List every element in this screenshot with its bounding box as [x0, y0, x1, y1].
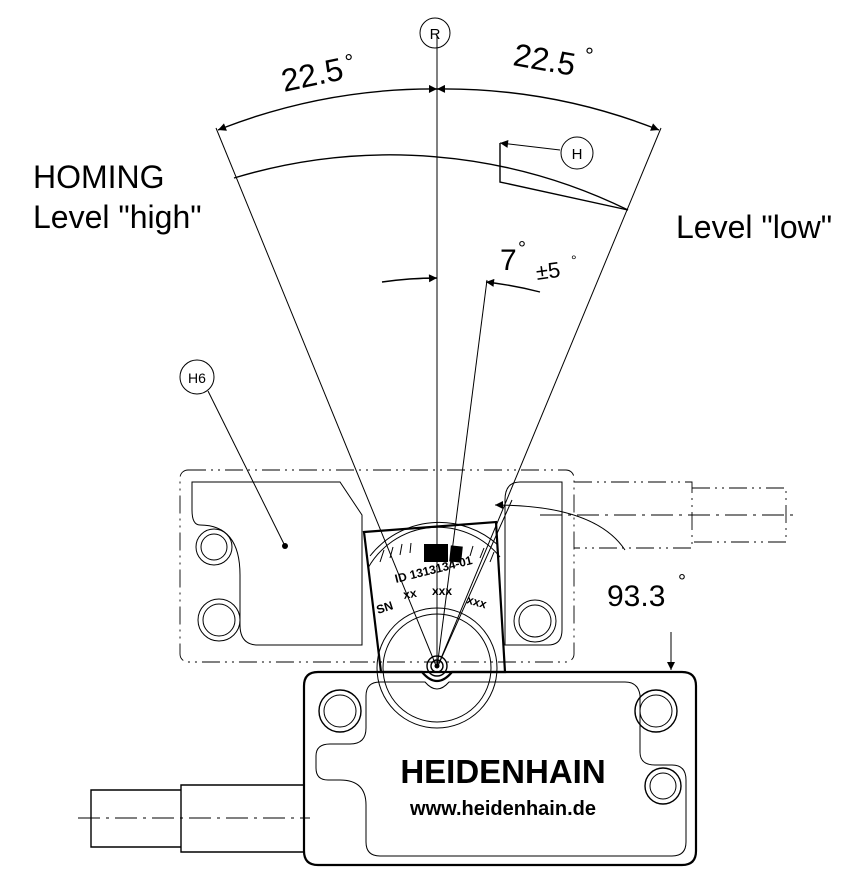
cable-angle-text: 93.3 [607, 580, 665, 613]
cable-angle-arc [494, 501, 626, 551]
ref-r-label: R [430, 26, 441, 43]
housing-body [302, 670, 698, 867]
website-text: www.heidenhain.de [409, 798, 596, 820]
pivot-inner [430, 659, 444, 673]
ref-h-label: H [572, 146, 583, 163]
cable-connector [180, 784, 304, 853]
ref-r: R [419, 17, 451, 49]
switch-tolerance: ±5 [534, 257, 562, 285]
front-cable [78, 784, 310, 853]
cable-sleeve [90, 789, 181, 848]
scale-xxx-text-1: xxx [432, 584, 452, 598]
ref-circle-r [419, 17, 451, 49]
dimension-arc-outer [217, 84, 660, 131]
plate-hole-1 [195, 528, 233, 566]
angle-right-text: 22.5 [511, 36, 579, 82]
h6-dot [282, 543, 288, 549]
plate-hole-3 [513, 599, 557, 643]
disc-ring-outer [376, 607, 498, 729]
scale-ticks [379, 542, 495, 563]
level-low-label: Level "low" [676, 209, 832, 245]
scale-xx-text: xx [402, 586, 418, 602]
sensor-housing: HEIDENHAIN www.heidenhain.de [302, 632, 698, 867]
switch-arc-right [485, 278, 541, 293]
disc-ring-inner [382, 613, 492, 723]
radial-lines [215, 35, 662, 669]
angle-label-switch: 7 ° ±5 ° [500, 238, 577, 285]
h6-leader [207, 390, 286, 547]
ref-h: H [560, 136, 594, 170]
degree-cable: ° [678, 571, 686, 593]
level-high-label: Level "high" [33, 199, 202, 235]
plate-outline [179, 469, 575, 663]
ref-circle-h [560, 136, 594, 170]
pivot-center [434, 663, 440, 669]
homing-arc [233, 154, 629, 211]
cable-back [692, 487, 787, 543]
mounting-plate [179, 469, 795, 663]
angle-label-cable: 93.3 ° [607, 571, 686, 613]
angle-label-left: 22.5 ° [278, 49, 357, 99]
homing-step [499, 143, 629, 211]
degree-left: ° [343, 49, 357, 75]
ref-h6: H6 [179, 359, 288, 549]
scale-xxx-text-2: xxx [465, 592, 488, 611]
arc-right [436, 84, 660, 131]
plate-pocket-right [504, 481, 563, 646]
degree-tolerance: ° [571, 252, 577, 268]
housing-hole-left [318, 689, 362, 733]
degree-right: ° [582, 42, 595, 68]
limit-line-right [436, 127, 662, 669]
switch-line [436, 279, 488, 669]
h-leader [499, 139, 561, 151]
brand-logo-text: HEIDENHAIN [400, 753, 605, 790]
plate-hole-2 [197, 598, 241, 642]
ref-h6-label: H6 [188, 370, 206, 386]
switch-line-2 [436, 499, 513, 669]
scale-sn-text: SN [375, 598, 395, 616]
arc-left [217, 84, 438, 131]
housing-hole-right [634, 689, 678, 733]
angle-label-right: 22.5 ° [511, 36, 595, 82]
switch-angle-text: 7 [500, 244, 517, 277]
housing-pocket [315, 681, 687, 857]
limit-line-left [215, 127, 438, 669]
degree-switch: ° [518, 238, 526, 260]
ref-circle-h6 [179, 359, 215, 395]
housing-hole-small [644, 767, 682, 805]
angle-left-text: 22.5 [278, 51, 346, 99]
pivot-outer [426, 655, 448, 677]
scale-disc: ID 1313134-01 SN xx xxx xxx [362, 520, 507, 729]
homing-title: HOMING [33, 159, 165, 195]
plate-pocket-left [191, 481, 363, 646]
